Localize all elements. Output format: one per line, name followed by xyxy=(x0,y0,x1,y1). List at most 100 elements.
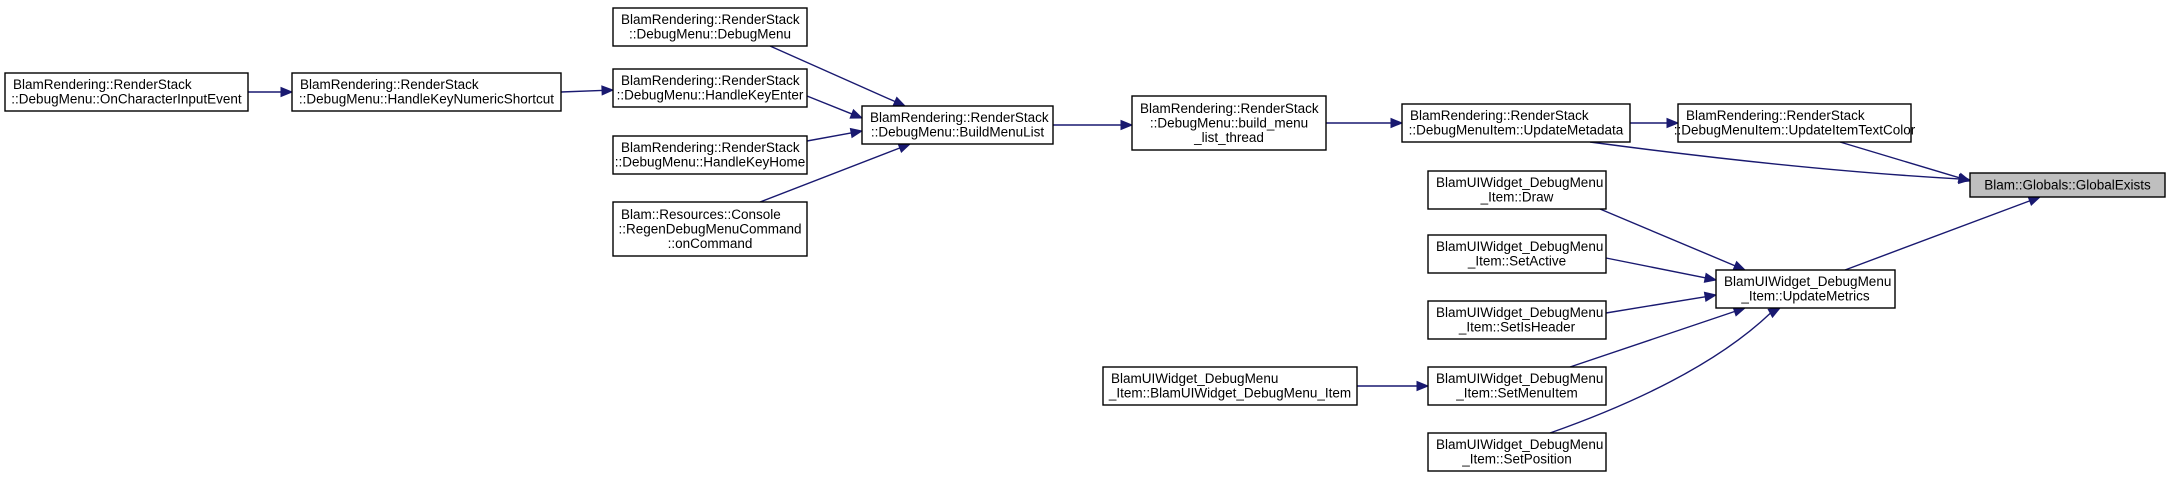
node-label-line: BlamRendering::RenderStack xyxy=(1410,108,1589,123)
edge-arrowhead xyxy=(1390,117,1404,129)
edge-on-character-input-event-to-handle-key-numeric-shortcut xyxy=(248,86,294,98)
edge-arrowhead xyxy=(280,86,294,98)
node-global-exists[interactable]: Blam::Globals::GlobalExists xyxy=(1969,172,2166,198)
node-box xyxy=(1969,172,2166,198)
node-label-line: ::DebugMenu::OnCharacterInputEvent xyxy=(11,92,242,107)
node-box xyxy=(1427,234,1607,274)
node-box xyxy=(1427,432,1607,472)
node-label-line: BlamRendering::RenderStack xyxy=(300,77,479,92)
edge-build-menu-list-thread-to-update-metadata xyxy=(1326,117,1404,129)
node-handle-key-home[interactable]: BlamRendering::RenderStack::DebugMenu::H… xyxy=(612,135,808,175)
node-label-line: ::DebugMenu::build_menu xyxy=(1150,115,1308,130)
edge-arrowhead xyxy=(1767,307,1782,319)
node-label-line: ::DebugMenuItem::UpdateItemTextColor xyxy=(1674,123,1916,138)
node-box xyxy=(1427,170,1607,210)
node-box xyxy=(1131,95,1327,151)
edge-line xyxy=(1599,208,1736,267)
node-item-draw[interactable]: BlamUIWidget_DebugMenu_Item::Draw xyxy=(1427,170,1607,210)
node-box xyxy=(612,201,808,257)
node-handle-key-numeric-shortcut[interactable]: BlamRendering::RenderStack::DebugMenu::H… xyxy=(291,72,562,112)
node-label-line: ::DebugMenu::HandleKeyNumericShortcut xyxy=(299,92,554,107)
edge-item-draw-to-update-metrics xyxy=(1599,208,1747,271)
edge-regen-on-command-to-build-menu-list xyxy=(759,143,912,203)
node-build-menu-list-thread[interactable]: BlamRendering::RenderStack::DebugMenu::b… xyxy=(1131,95,1327,151)
edge-arrowhead xyxy=(1416,380,1430,392)
edge-line xyxy=(560,89,603,93)
node-label-line: ::DebugMenu::HandleKeyHome xyxy=(615,155,806,170)
node-handle-key-enter[interactable]: BlamRendering::RenderStack::DebugMenu::H… xyxy=(612,68,808,108)
node-item-ctor[interactable]: BlamUIWidget_DebugMenu_Item::BlamUIWidge… xyxy=(1102,366,1358,406)
edge-arrowhead xyxy=(849,127,864,139)
node-label-line: _Item::UpdateMetrics xyxy=(1740,289,1870,304)
node-box xyxy=(4,72,249,112)
node-label-line: ::DebugMenuItem::UpdateMetadata xyxy=(1409,123,1624,138)
node-label-line: BlamRendering::RenderStack xyxy=(621,140,800,155)
edge-arrowhead xyxy=(1703,291,1718,303)
node-update-metadata[interactable]: BlamRendering::RenderStack::DebugMenuIte… xyxy=(1401,103,1631,143)
node-update-item-text-color[interactable]: BlamRendering::RenderStack::DebugMenuIte… xyxy=(1674,103,1916,143)
node-label-line: ::DebugMenu::BuildMenuList xyxy=(871,125,1045,140)
node-box xyxy=(291,72,562,112)
node-debug-menu-ctor[interactable]: BlamRendering::RenderStack::DebugMenu::D… xyxy=(612,7,808,47)
node-build-menu-list[interactable]: BlamRendering::RenderStack::DebugMenu::B… xyxy=(861,105,1054,145)
edges-layer xyxy=(248,45,2042,434)
node-label-line: ::RegenDebugMenuCommand xyxy=(618,221,801,236)
node-label-line: _Item::SetIsHeader xyxy=(1458,320,1576,335)
node-label-line: BlamRendering::RenderStack xyxy=(621,73,800,88)
edge-arrowhead xyxy=(897,143,912,154)
node-label-line: _Item::BlamUIWidget_DebugMenu_Item xyxy=(1108,386,1351,401)
node-item-set-position[interactable]: BlamUIWidget_DebugMenu_Item::SetPosition xyxy=(1427,432,1607,472)
edge-arrowhead xyxy=(849,108,864,119)
node-label-line: BlamRendering::RenderStack xyxy=(1140,101,1319,116)
edge-arrowhead xyxy=(1703,272,1718,283)
node-label-line: Blam::Resources::Console xyxy=(621,207,781,222)
edge-line xyxy=(1839,141,1960,179)
edge-arrowhead xyxy=(1958,173,1972,185)
node-label-line: _list_thread xyxy=(1193,130,1264,145)
node-label-line: BlamUIWidget_DebugMenu xyxy=(1436,239,1603,254)
node-item-set-menu-item[interactable]: BlamUIWidget_DebugMenu_Item::SetMenuItem xyxy=(1427,366,1607,406)
edge-build-menu-list-to-build-menu-list-thread xyxy=(1053,119,1134,131)
edge-item-set-active-to-update-metrics xyxy=(1605,257,1718,283)
node-label-line: BlamRendering::RenderStack xyxy=(1686,108,1865,123)
edge-arrowhead xyxy=(601,85,615,96)
edge-line xyxy=(1605,257,1706,279)
node-update-metrics[interactable]: BlamUIWidget_DebugMenu_Item::UpdateMetri… xyxy=(1715,269,1896,309)
node-label-line: _Item::Draw xyxy=(1480,190,1554,205)
node-label-line: BlamRendering::RenderStack xyxy=(621,12,800,27)
node-label-line: _Item::SetMenuItem xyxy=(1455,386,1578,401)
edge-arrowhead xyxy=(892,96,907,107)
node-label-line: _Item::SetPosition xyxy=(1461,452,1572,467)
node-label-line: BlamUIWidget_DebugMenu xyxy=(1436,305,1603,320)
node-label-line: BlamUIWidget_DebugMenu xyxy=(1436,175,1603,190)
node-label-line: BlamUIWidget_DebugMenu xyxy=(1111,371,1278,386)
nodes-layer: Blam::Globals::GlobalExists BlamRendering… xyxy=(4,7,2166,472)
node-regen-on-command[interactable]: Blam::Resources::Console::RegenDebugMenu… xyxy=(612,201,808,257)
edge-line xyxy=(1549,312,1771,434)
node-label-line: BlamUIWidget_DebugMenu xyxy=(1436,371,1603,386)
node-on-character-input-event[interactable]: BlamRendering::RenderStack::DebugMenu::O… xyxy=(4,72,249,112)
node-box xyxy=(612,68,808,108)
node-label-line: BlamUIWidget_DebugMenu xyxy=(1436,437,1603,452)
edge-handle-key-home-to-build-menu-list xyxy=(806,127,864,142)
edge-handle-key-enter-to-build-menu-list xyxy=(806,95,864,119)
node-box xyxy=(1427,300,1607,340)
node-box xyxy=(1427,366,1607,406)
node-label-line: ::onCommand xyxy=(668,236,753,251)
edge-arrowhead xyxy=(2027,196,2042,206)
node-label-line: Blam::Globals::GlobalExists xyxy=(1984,177,2151,192)
node-item-set-active[interactable]: BlamUIWidget_DebugMenu_Item::SetActive xyxy=(1427,234,1607,274)
node-item-set-is-header[interactable]: BlamUIWidget_DebugMenu_Item::SetIsHeader xyxy=(1427,300,1607,340)
node-box xyxy=(861,105,1054,145)
edge-item-ctor-to-item-set-menu-item xyxy=(1357,380,1430,392)
edge-update-metrics-to-global-exists xyxy=(1844,196,2042,271)
node-box xyxy=(1715,269,1896,309)
edge-line xyxy=(1844,200,2030,271)
edge-handle-key-numeric-shortcut-to-handle-key-enter xyxy=(560,85,615,96)
node-box xyxy=(1102,366,1358,406)
edge-line xyxy=(769,45,896,103)
node-label-line: BlamRendering::RenderStack xyxy=(870,110,1049,125)
edge-arrowhead xyxy=(1732,260,1747,271)
node-box xyxy=(1401,103,1631,143)
